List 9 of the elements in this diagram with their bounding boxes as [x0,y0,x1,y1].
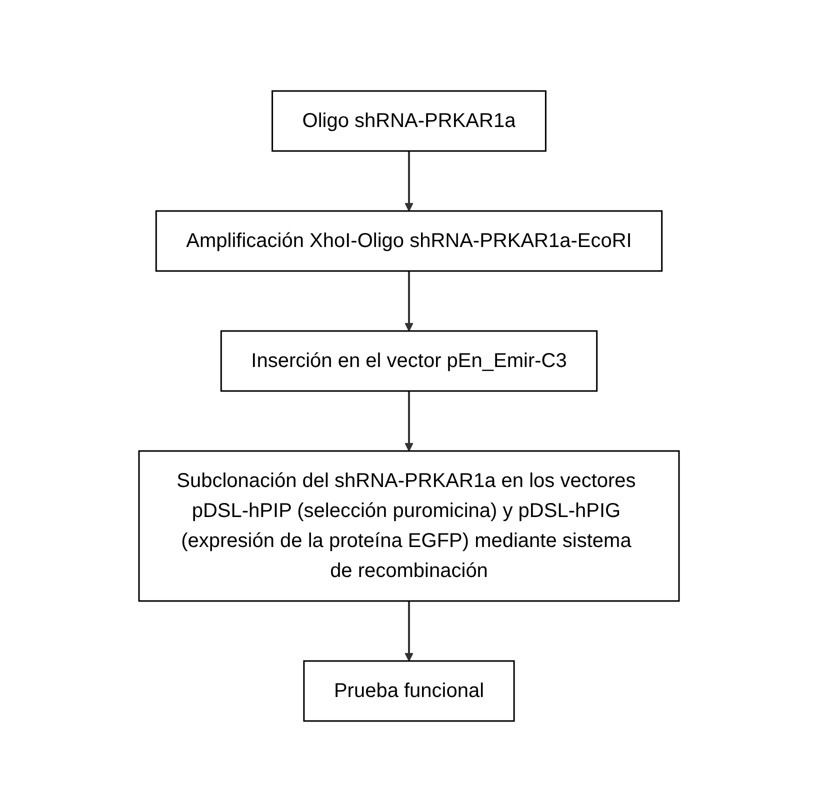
node-box: Prueba funcional [302,660,514,722]
node-box: Subclonación del shRNA-PRKAR1a en los vectores pDSL-hPIP (selección puromicina) y pDSL-hPIG (expresión de la proteína EGFP) mediante sistema de recombinación [138,450,680,602]
arrow [404,391,413,452]
node-box: Amplificación XhoI-Oligo shRNA-PRKAR1a-EcoRI [154,210,662,272]
arrow [404,271,413,332]
node-box: Oligo shRNA-PRKAR1a [271,90,546,152]
arrow [404,601,413,662]
arrow [404,151,413,212]
node-box: Inserción en el vector pEn_Emir-C3 [220,330,598,392]
